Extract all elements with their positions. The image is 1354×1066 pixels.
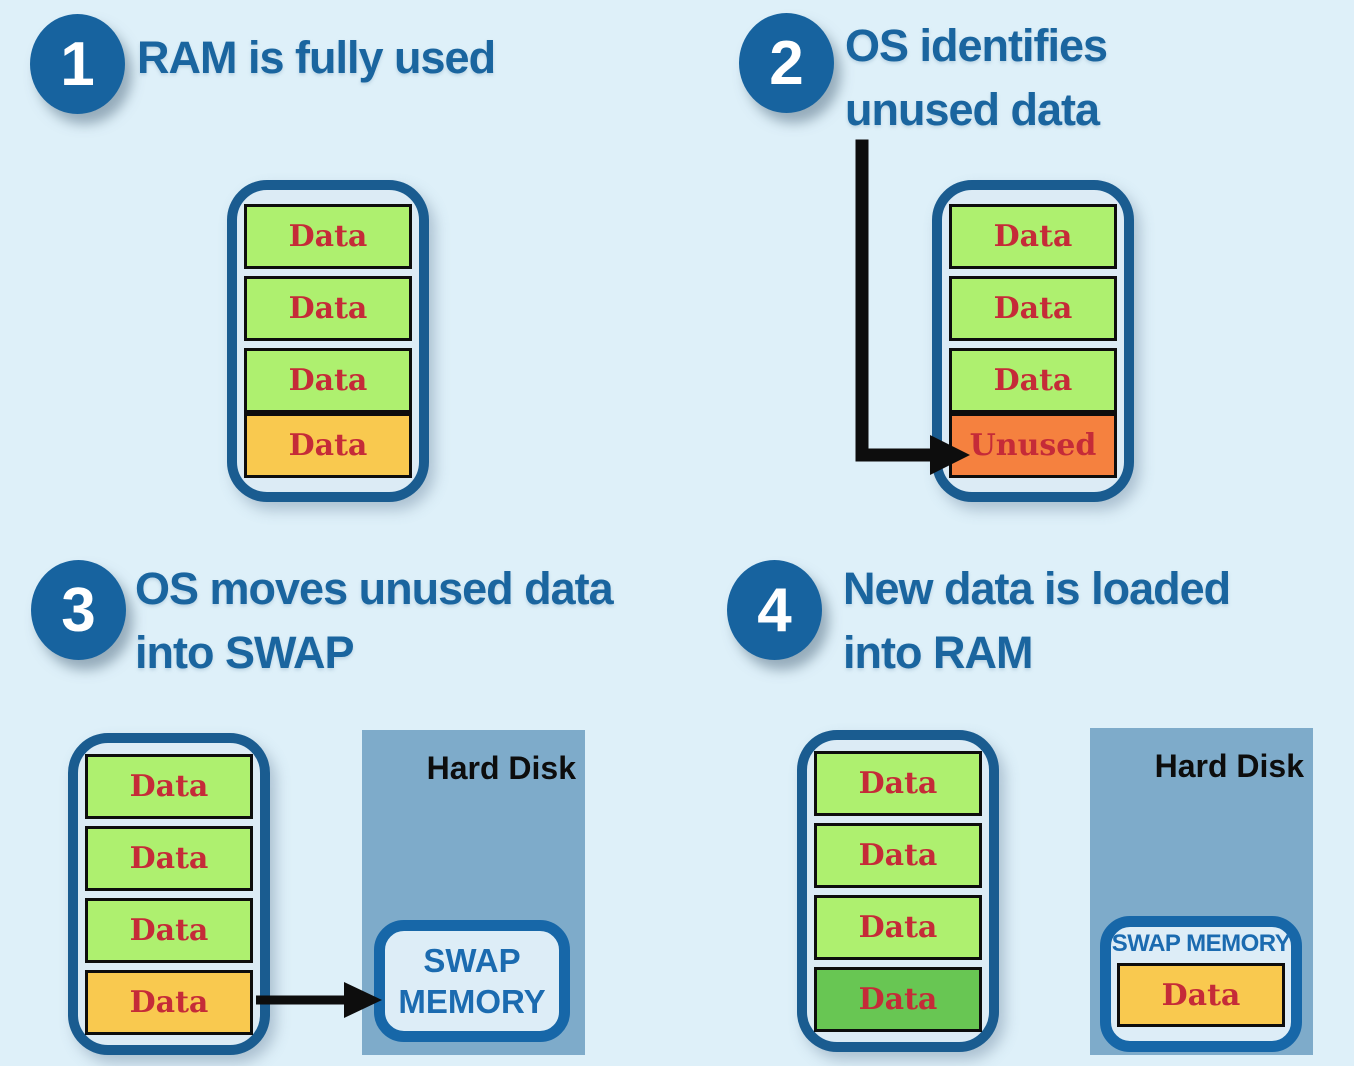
ram-block: Data <box>814 750 982 816</box>
step-1-badge: 1 <box>30 14 125 114</box>
ram-block-label: Data <box>288 291 368 326</box>
ram-block-label: Unused <box>969 428 1097 463</box>
ram-block: Data <box>85 969 253 1035</box>
ram-block-unused: Unused <box>949 413 1117 478</box>
ram-block: Data <box>949 204 1117 269</box>
swap-memory-label: SWAP MEMORY <box>398 941 546 1020</box>
swap-memory-box-step3: SWAP MEMORY <box>374 920 570 1042</box>
hard-disk-label: Hard Disk <box>1154 748 1304 784</box>
step-2-title-line1: OS identifies <box>845 20 1108 71</box>
ram-block-label: Data <box>288 428 368 463</box>
ram-block: Data <box>85 753 253 819</box>
ram-stack-step2: Data Data Data Unused <box>932 180 1134 502</box>
step-4-title-line1: New data is loaded <box>843 563 1231 614</box>
ram-block-label: Data <box>129 984 209 1020</box>
ram-block-label: Data <box>993 219 1073 254</box>
ram-block-label: Data <box>288 363 368 398</box>
ram-block: Data <box>814 822 982 888</box>
ram-block-label: Data <box>858 909 938 945</box>
ram-block: Data <box>949 348 1117 413</box>
step-4-badge: 4 <box>727 560 822 660</box>
step-1-number: 1 <box>60 29 95 99</box>
step-1-title: RAM is fully used <box>137 26 496 90</box>
step-3-number: 3 <box>61 575 96 645</box>
ram-block: Data <box>244 348 412 413</box>
ram-block: Data <box>244 204 412 269</box>
step-2-title-line2: unused data <box>845 84 1100 136</box>
ram-block: Data <box>85 825 253 891</box>
step-3-badge: 3 <box>31 560 126 660</box>
ram-block-label: Data <box>993 363 1073 398</box>
swap-memory-label: SWAP MEMORY <box>1111 930 1291 957</box>
ram-block-label: Data <box>858 981 938 1017</box>
ram-block: Data <box>244 413 412 478</box>
ram-block: Data <box>814 894 982 960</box>
step-2-number: 2 <box>769 28 804 98</box>
ram-stack-step3: Data Data Data Data <box>68 733 270 1055</box>
swap-data-block-label: Data <box>1161 977 1241 1013</box>
step-3-title-line1: OS moves unused data <box>135 563 614 614</box>
hard-disk-label: Hard Disk <box>426 750 576 786</box>
ram-block: Data <box>244 276 412 341</box>
ram-block-label: Data <box>993 291 1073 326</box>
step-4-number: 4 <box>757 575 792 645</box>
ram-block: Data <box>949 276 1117 341</box>
ram-block-label: Data <box>129 768 209 804</box>
ram-block-new-data: Data <box>814 966 982 1032</box>
ram-block-label: Data <box>129 840 209 876</box>
ram-block: Data <box>85 897 253 963</box>
step-4-title-line2: into RAM <box>843 627 1033 679</box>
ram-stack-step4: Data Data Data Data <box>797 730 999 1052</box>
ram-block-label: Data <box>858 765 938 801</box>
step-3-title-line2: into SWAP <box>135 627 354 679</box>
swap-memory-box-step4: SWAP MEMORY Data <box>1100 916 1302 1052</box>
step-4-title: New data is loaded into RAM <box>843 557 1231 686</box>
swap-data-block: Data <box>1117 963 1285 1028</box>
ram-block-label: Data <box>288 219 368 254</box>
ram-stack-step1: Data Data Data Data <box>227 180 429 502</box>
ram-block-label: Data <box>858 837 938 873</box>
step-3-title: OS moves unused data into SWAP <box>135 557 614 686</box>
step-2-title: OS identifies unused data <box>845 14 1108 143</box>
ram-block-label: Data <box>129 912 209 948</box>
step-2-badge: 2 <box>739 13 834 113</box>
step-1-title-line1: RAM is fully used <box>137 32 496 83</box>
